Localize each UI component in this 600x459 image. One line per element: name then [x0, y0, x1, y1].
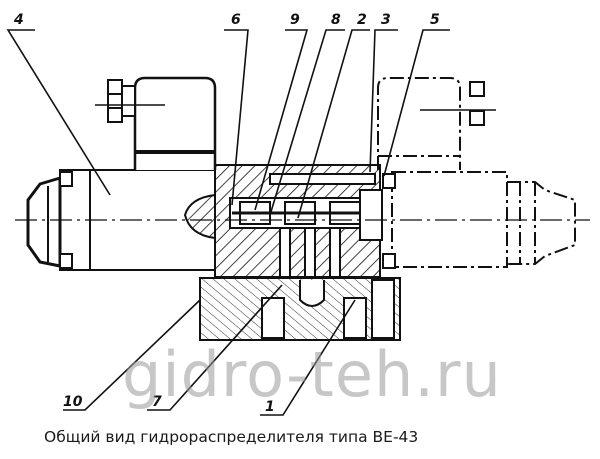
callout-labels: 4 6 9 8 2 3 5 10 7 1	[13, 12, 440, 415]
callout-3: 3	[381, 12, 391, 28]
valve-body-section	[183, 164, 396, 278]
subplate-section	[199, 277, 401, 341]
callout-10: 10	[63, 394, 83, 410]
figure-caption: Общий вид гидрораспределителя типа ВЕ-43	[44, 428, 419, 446]
callout-2: 2	[357, 12, 367, 28]
callout-7: 7	[152, 394, 162, 410]
right-solenoid	[377, 77, 576, 268]
watermark: gidro-teh.ru	[122, 338, 502, 411]
right-connector-nut	[420, 81, 496, 126]
callout-8: 8	[331, 12, 341, 28]
callout-4: 4	[13, 12, 24, 28]
callout-leaders	[6, 29, 450, 416]
callout-1: 1	[265, 399, 275, 415]
callout-9: 9	[290, 12, 300, 28]
callout-6: 6	[231, 12, 241, 28]
callout-5: 5	[430, 12, 440, 28]
